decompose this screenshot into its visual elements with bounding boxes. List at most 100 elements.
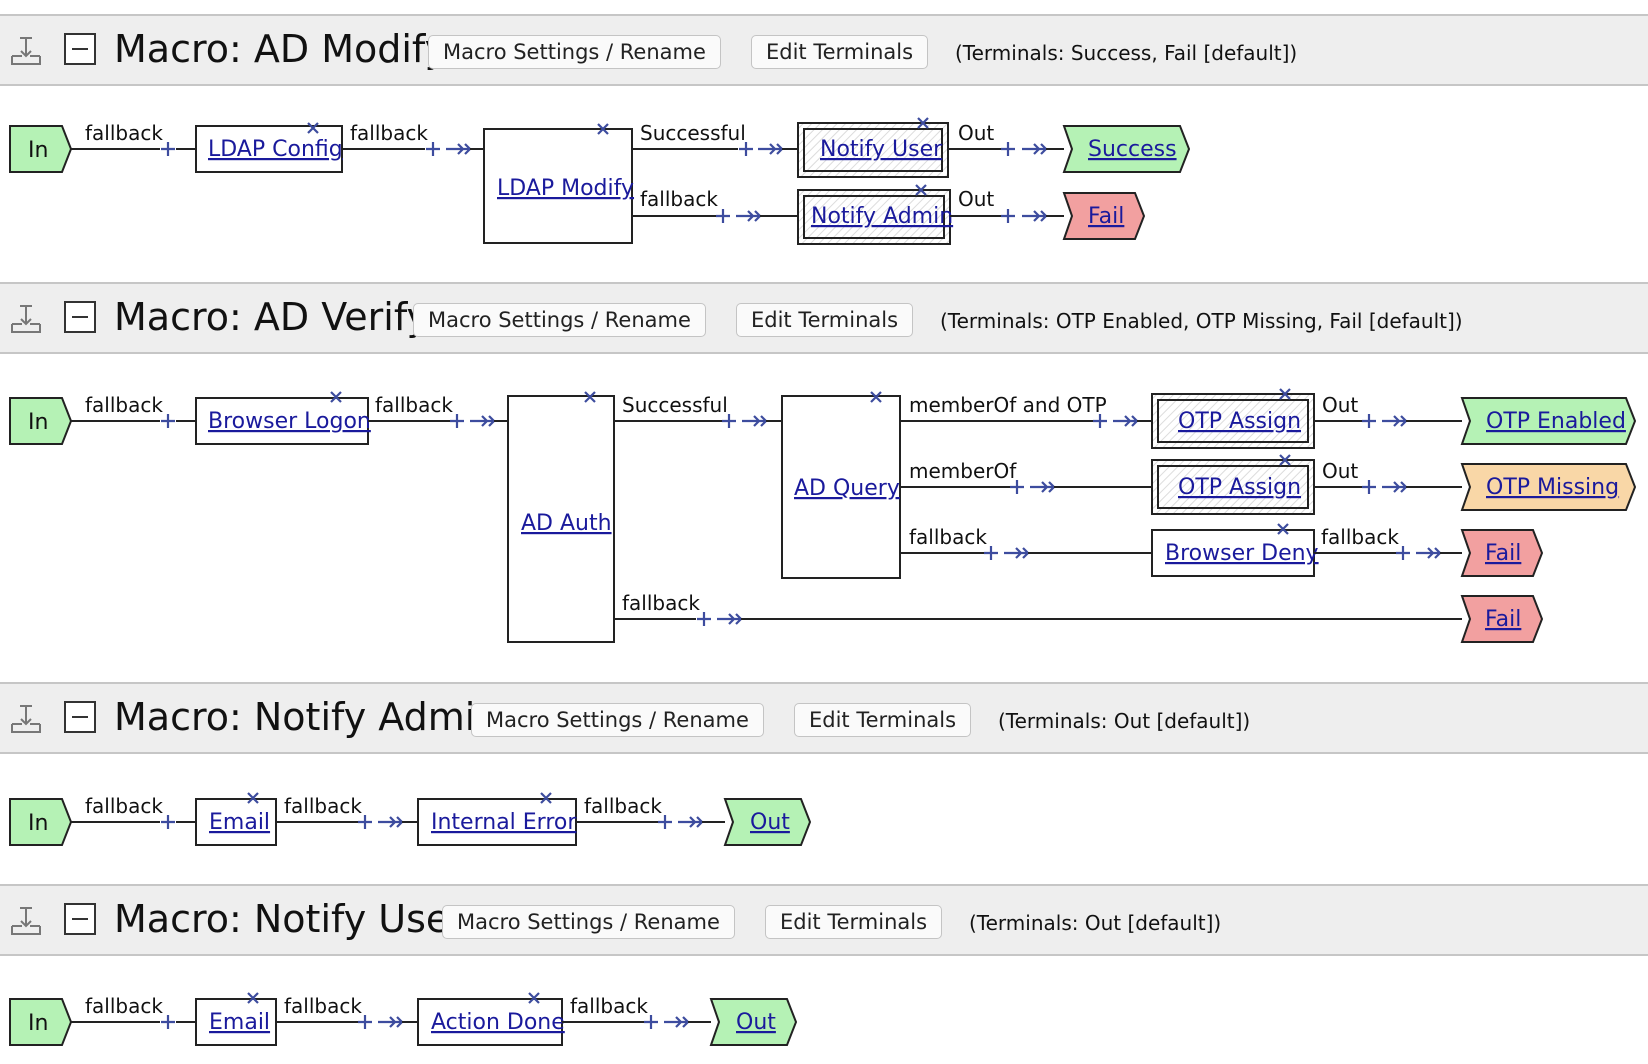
collapse-icon[interactable] — [64, 33, 96, 65]
plus-icon[interactable] — [716, 209, 730, 223]
plus-icon[interactable] — [1396, 546, 1410, 560]
plus-icon[interactable] — [739, 142, 753, 156]
plus-icon[interactable] — [161, 414, 175, 428]
delete-icon[interactable] — [915, 184, 927, 196]
in-terminal[interactable]: In — [9, 397, 73, 445]
delete-icon[interactable] — [870, 391, 882, 403]
node-link-browser-deny[interactable]: Browser Deny — [1165, 541, 1319, 566]
plus-icon[interactable] — [1093, 414, 1107, 428]
plus-icon[interactable] — [1001, 142, 1015, 156]
plus-icon[interactable] — [697, 612, 711, 626]
node-notify-admin[interactable]: Notify Admin — [797, 184, 953, 245]
terminal-success[interactable]: Success — [1062, 125, 1191, 173]
edit-terminals-button[interactable]: Edit Terminals — [736, 303, 914, 337]
terminal-link-fail[interactable]: Fail — [1088, 204, 1124, 229]
terminal-otp-enabled[interactable]: OTP Enabled — [1460, 397, 1637, 445]
node-link-ldap-modify[interactable]: LDAP Modify — [497, 176, 634, 201]
delete-icon[interactable] — [1279, 388, 1291, 400]
terminal-out[interactable]: Out — [723, 798, 812, 846]
terminal-otp-missing[interactable]: OTP Missing — [1460, 463, 1637, 511]
plus-icon[interactable] — [161, 1015, 175, 1029]
node-ad-query[interactable]: AD Query — [781, 391, 901, 579]
in-terminal[interactable]: In — [9, 798, 73, 846]
delete-icon[interactable] — [247, 992, 259, 1004]
plus-icon[interactable] — [161, 815, 175, 829]
delete-icon[interactable] — [584, 391, 596, 403]
node-link-notify-admin[interactable]: Notify Admin — [811, 204, 953, 229]
terminal-link-otp-missing[interactable]: OTP Missing — [1486, 475, 1619, 500]
edit-terminals-button[interactable]: Edit Terminals — [794, 703, 972, 737]
plus-icon[interactable] — [358, 1015, 372, 1029]
node-link-ad-auth[interactable]: AD Auth — [521, 511, 612, 536]
terminal-fail[interactable]: Fail — [1460, 529, 1544, 577]
terminal-out[interactable]: Out — [709, 998, 798, 1046]
plus-icon[interactable] — [161, 142, 175, 156]
plus-icon[interactable] — [426, 142, 440, 156]
collapse-icon[interactable] — [64, 903, 96, 935]
plus-icon[interactable] — [358, 815, 372, 829]
node-link-email[interactable]: Email — [209, 1010, 270, 1035]
node-link-action-done[interactable]: Action Done — [431, 1010, 565, 1035]
plus-icon[interactable] — [1362, 480, 1376, 494]
node-link-browser-logon[interactable]: Browser Logon — [208, 409, 371, 434]
plus-icon[interactable] — [644, 1015, 658, 1029]
node-internal-error[interactable]: Internal Error — [417, 792, 577, 846]
node-link-ldap-config[interactable]: LDAP Config — [208, 137, 343, 162]
in-terminal[interactable]: In — [9, 998, 73, 1046]
move-down-icon[interactable] — [8, 702, 44, 736]
node-link-ad-query[interactable]: AD Query — [794, 476, 900, 501]
collapse-icon[interactable] — [64, 701, 96, 733]
delete-icon[interactable] — [597, 123, 609, 135]
node-otp-assign[interactable]: OTP Assign — [1151, 454, 1315, 515]
terminal-link-out[interactable]: Out — [736, 1010, 776, 1035]
node-link-otp-assign[interactable]: OTP Assign — [1178, 475, 1301, 500]
node-action-done[interactable]: Action Done — [417, 992, 565, 1046]
node-email[interactable]: Email — [195, 992, 277, 1046]
node-otp-assign[interactable]: OTP Assign — [1151, 388, 1315, 449]
terminal-link-out[interactable]: Out — [750, 810, 790, 835]
node-link-email[interactable]: Email — [209, 810, 270, 835]
terminal-link-otp-enabled[interactable]: OTP Enabled — [1486, 409, 1626, 434]
node-link-notify-user[interactable]: Notify User — [820, 137, 943, 162]
macro-settings-button[interactable]: Macro Settings / Rename — [471, 703, 764, 737]
delete-icon[interactable] — [330, 391, 342, 403]
node-browser-deny[interactable]: Browser Deny — [1151, 523, 1319, 577]
node-browser-logon[interactable]: Browser Logon — [195, 391, 371, 445]
move-down-icon[interactable] — [8, 34, 44, 68]
delete-icon[interactable] — [1279, 454, 1291, 466]
node-ldap-modify[interactable]: LDAP Modify — [483, 123, 634, 244]
edit-terminals-button[interactable]: Edit Terminals — [765, 905, 943, 939]
node-link-otp-assign[interactable]: OTP Assign — [1178, 409, 1301, 434]
collapse-icon[interactable] — [64, 301, 96, 333]
node-email[interactable]: Email — [195, 792, 277, 846]
delete-icon[interactable] — [1277, 523, 1289, 535]
edit-terminals-button[interactable]: Edit Terminals — [751, 35, 929, 69]
plus-icon[interactable] — [984, 546, 998, 560]
terminal-link-fail[interactable]: Fail — [1485, 607, 1521, 632]
move-down-icon[interactable] — [8, 302, 44, 336]
node-notify-user[interactable]: Notify User — [797, 117, 949, 178]
terminal-link-success[interactable]: Success — [1088, 137, 1177, 162]
delete-icon[interactable] — [307, 122, 319, 134]
delete-icon[interactable] — [528, 992, 540, 1004]
macro-settings-button[interactable]: Macro Settings / Rename — [413, 303, 706, 337]
terminal-fail[interactable]: Fail — [1460, 595, 1544, 643]
plus-icon[interactable] — [1362, 414, 1376, 428]
node-link-internal-error[interactable]: Internal Error — [431, 810, 577, 835]
plus-icon[interactable] — [450, 414, 464, 428]
in-terminal[interactable]: In — [9, 125, 73, 173]
plus-icon[interactable] — [1001, 209, 1015, 223]
plus-icon[interactable] — [722, 414, 736, 428]
node-ldap-config[interactable]: LDAP Config — [195, 122, 343, 173]
delete-icon[interactable] — [540, 792, 552, 804]
node-ad-auth[interactable]: AD Auth — [507, 391, 615, 643]
delete-icon[interactable] — [247, 792, 259, 804]
terminal-fail[interactable]: Fail — [1062, 192, 1146, 240]
terminal-link-fail[interactable]: Fail — [1485, 541, 1521, 566]
delete-icon[interactable] — [917, 117, 929, 129]
plus-icon[interactable] — [1010, 480, 1024, 494]
plus-icon[interactable] — [658, 815, 672, 829]
move-down-icon[interactable] — [8, 904, 44, 938]
macro-settings-button[interactable]: Macro Settings / Rename — [442, 905, 735, 939]
macro-settings-button[interactable]: Macro Settings / Rename — [428, 35, 721, 69]
